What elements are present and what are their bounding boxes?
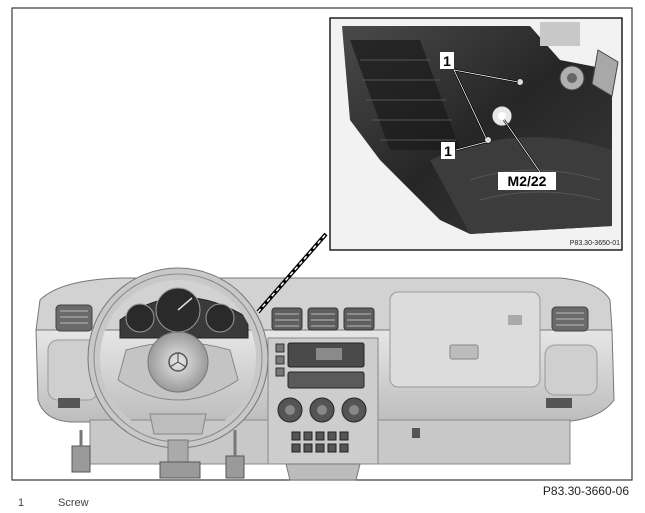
callout-label-m2-22: M2/22 [508,173,547,189]
fuel-gauge [205,303,235,333]
cassette-slot [287,371,365,389]
right-side-panel [544,344,598,396]
figure-reference-code: P83.30-3660-06 [542,484,629,498]
tachometer [125,303,155,333]
radio-display [316,348,342,360]
left-air-vent [55,304,93,332]
callout-label-1-top: 1 [443,53,451,69]
hazard-buttons [275,343,285,377]
legend: 1 Screw [18,497,89,509]
small-switch [412,428,420,438]
callout-label-1-bottom: 1 [444,143,452,159]
legend-number: 1 [18,497,25,509]
gear-lever-base [285,463,361,481]
climate-knobs [277,397,367,423]
inset-reference-code: P83.30-3650-01 [570,240,620,247]
pedals [71,430,245,479]
center-air-vents [271,307,375,331]
console-switches [291,431,349,453]
screw-lower [484,136,492,144]
right-switch [546,398,572,408]
detail-inset: 1 1 M2/22 P83.30-3650-01 [329,17,623,251]
legend-text: Screw [58,497,89,509]
glovebox-handle [449,344,479,360]
passenger-airbag-label [508,315,522,325]
glovebox [389,291,541,388]
left-switch [58,398,80,408]
